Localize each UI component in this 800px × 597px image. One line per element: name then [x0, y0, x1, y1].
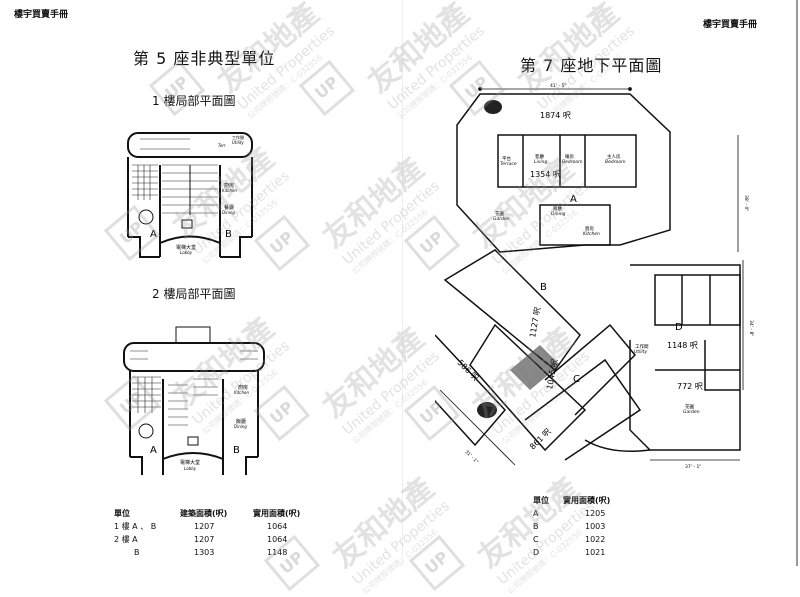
col-header-unit: 單位	[533, 496, 549, 505]
room-en-label: Garden	[493, 216, 510, 222]
lobby-label: 電梯大堂	[180, 459, 200, 466]
unit-a-label: A	[150, 445, 157, 456]
kitchen-en-label: Kitchen	[222, 188, 237, 193]
cell-unit: C	[533, 535, 539, 544]
cell-gross: 1207	[194, 522, 215, 531]
dimension-label: 31' - 1"	[464, 449, 480, 465]
right-page-title: 第 7 座地下平面圖	[520, 56, 663, 75]
room-en-label: Kitchen	[583, 231, 600, 237]
dimension-label: 34' - 8"	[748, 320, 754, 336]
unit-b-label: B	[233, 445, 240, 456]
dining-label: 飯廳	[236, 418, 246, 425]
cell-unit: D	[533, 548, 540, 557]
cell-unit: 2 樓 A	[114, 535, 138, 544]
dining-label: 餐廳	[224, 204, 234, 211]
unit-label: A	[570, 194, 577, 205]
area-label: 1874 呎	[540, 111, 571, 120]
room-label: 工作間	[635, 343, 649, 350]
cell-saleable: 1064	[267, 522, 288, 531]
watermark-logo: UP	[253, 214, 311, 272]
room-en-label: Garden	[683, 409, 700, 415]
dimension-label: 38' - 0"	[743, 195, 749, 211]
left-page-title: 第 5 座非典型單位	[133, 49, 276, 68]
table-row: D 1021	[533, 546, 618, 559]
table-row: 2 樓 A 1207 1064	[114, 533, 308, 546]
floor-plan-2: A B 電梯大堂 Lobby 廚房 Kitchen 飯廳 Dining	[123, 326, 265, 475]
kitchen-label: 廚房	[224, 182, 234, 189]
room-label: 平台	[502, 155, 511, 162]
area-label: 586 呎	[456, 358, 481, 383]
col-header-unit: 單位	[114, 509, 130, 518]
table-row: B 1303 1148	[114, 546, 308, 559]
room-en-label: Bedroom	[605, 159, 626, 165]
table-row: C 1022	[533, 533, 618, 546]
cell-saleable: 1021	[585, 548, 606, 557]
page-gutter	[402, 0, 403, 566]
utility-en-label: Utility	[232, 140, 244, 145]
cell-unit: B	[134, 548, 140, 557]
area-label: 1148 呎	[667, 341, 698, 350]
cell-unit: A	[533, 509, 539, 518]
page-edge	[796, 0, 798, 566]
unit-b-label: B	[225, 229, 232, 240]
room-en-label: Bedroom	[562, 159, 583, 165]
cell-gross: 1303	[194, 548, 215, 557]
room-label: 主人房	[607, 153, 621, 160]
area-label: 1354 呎	[530, 170, 561, 179]
table-row: 1 樓 A 、 B 1207 1064	[114, 520, 308, 533]
utility-label: 工作間	[232, 134, 244, 140]
cell-saleable: 1003	[585, 522, 606, 531]
running-header-left: 樓宇買賣手冊	[14, 10, 69, 20]
cell-unit: 1 樓 A 、 B	[114, 522, 157, 531]
plan1-title: 1 樓局部平面圖	[152, 94, 236, 108]
lobby-label: 電梯大堂	[176, 244, 196, 251]
table-row: B 1003	[533, 520, 618, 533]
kitchen-label: 廚房	[238, 384, 248, 391]
cell-saleable: 1148	[267, 548, 288, 557]
unit-label: B	[540, 282, 547, 293]
col-header-gross-area: 建築面積(呎)	[180, 509, 228, 518]
room-label: 客廳	[535, 153, 544, 160]
lobby-en-label: Lobby	[184, 466, 197, 471]
cell-saleable: 1022	[585, 535, 606, 544]
room-en-label: Utility	[634, 349, 648, 355]
watermark-logo: UP	[408, 534, 466, 592]
unit-label: D	[675, 322, 683, 333]
floor-plan-1: A B 電梯大堂 Lobby 廚房 Kitchen 餐廳 Dining 工作間 …	[127, 132, 253, 258]
dining-en-label: Dining	[222, 210, 235, 215]
cell-saleable: 1064	[267, 535, 288, 544]
room-label: 廚房	[585, 225, 594, 232]
left-area-table: 單位 建築面積(呎) 實用面積(呎) 1 樓 A 、 B 1207 1064 2…	[114, 507, 308, 559]
cell-unit: B	[533, 522, 539, 531]
terr-label: Terr	[218, 143, 226, 148]
room-en-label: Living	[534, 159, 548, 165]
watermark-logo: UP	[298, 59, 356, 117]
kitchen-en-label: Kitchen	[234, 390, 249, 395]
dimension-label: 37' - 1"	[685, 464, 701, 470]
col-header-saleable-area: 實用面積(呎)	[563, 496, 611, 505]
unit-a-label: A	[150, 229, 157, 240]
room-label: 花園	[495, 210, 504, 217]
right-area-table: 單位 實用面積(呎) A 1205 B 1003 C 1022 D 1021	[533, 494, 618, 559]
area-label: 772 呎	[677, 382, 703, 391]
room-en-label: Dining	[551, 211, 566, 217]
lobby-en-label: Lobby	[180, 250, 193, 255]
dining-en-label: Dining	[234, 424, 247, 429]
plan2-title: 2 樓局部平面圖	[152, 287, 236, 301]
cell-gross: 1207	[194, 535, 215, 544]
dimension-label: 41' - 5"	[550, 83, 566, 89]
col-header-saleable-area: 實用面積(呎)	[253, 509, 301, 518]
ground-floor-plan: 41' - 5" 38' - 0" 34' - 8" 37' - 1" 31' …	[435, 83, 754, 470]
room-en-label: Terrace	[500, 161, 517, 167]
area-label: 861 呎	[528, 427, 553, 452]
room-label: 睡房	[565, 153, 574, 160]
room-label: 飯廳	[553, 205, 562, 212]
room-label: 花園	[685, 403, 694, 410]
table-row: A 1205	[533, 507, 618, 520]
area-label: 1127 呎	[528, 306, 542, 338]
cell-saleable: 1205	[585, 509, 606, 518]
unit-label: C	[573, 374, 580, 385]
running-header-right: 樓宇買賣手冊	[703, 20, 758, 30]
